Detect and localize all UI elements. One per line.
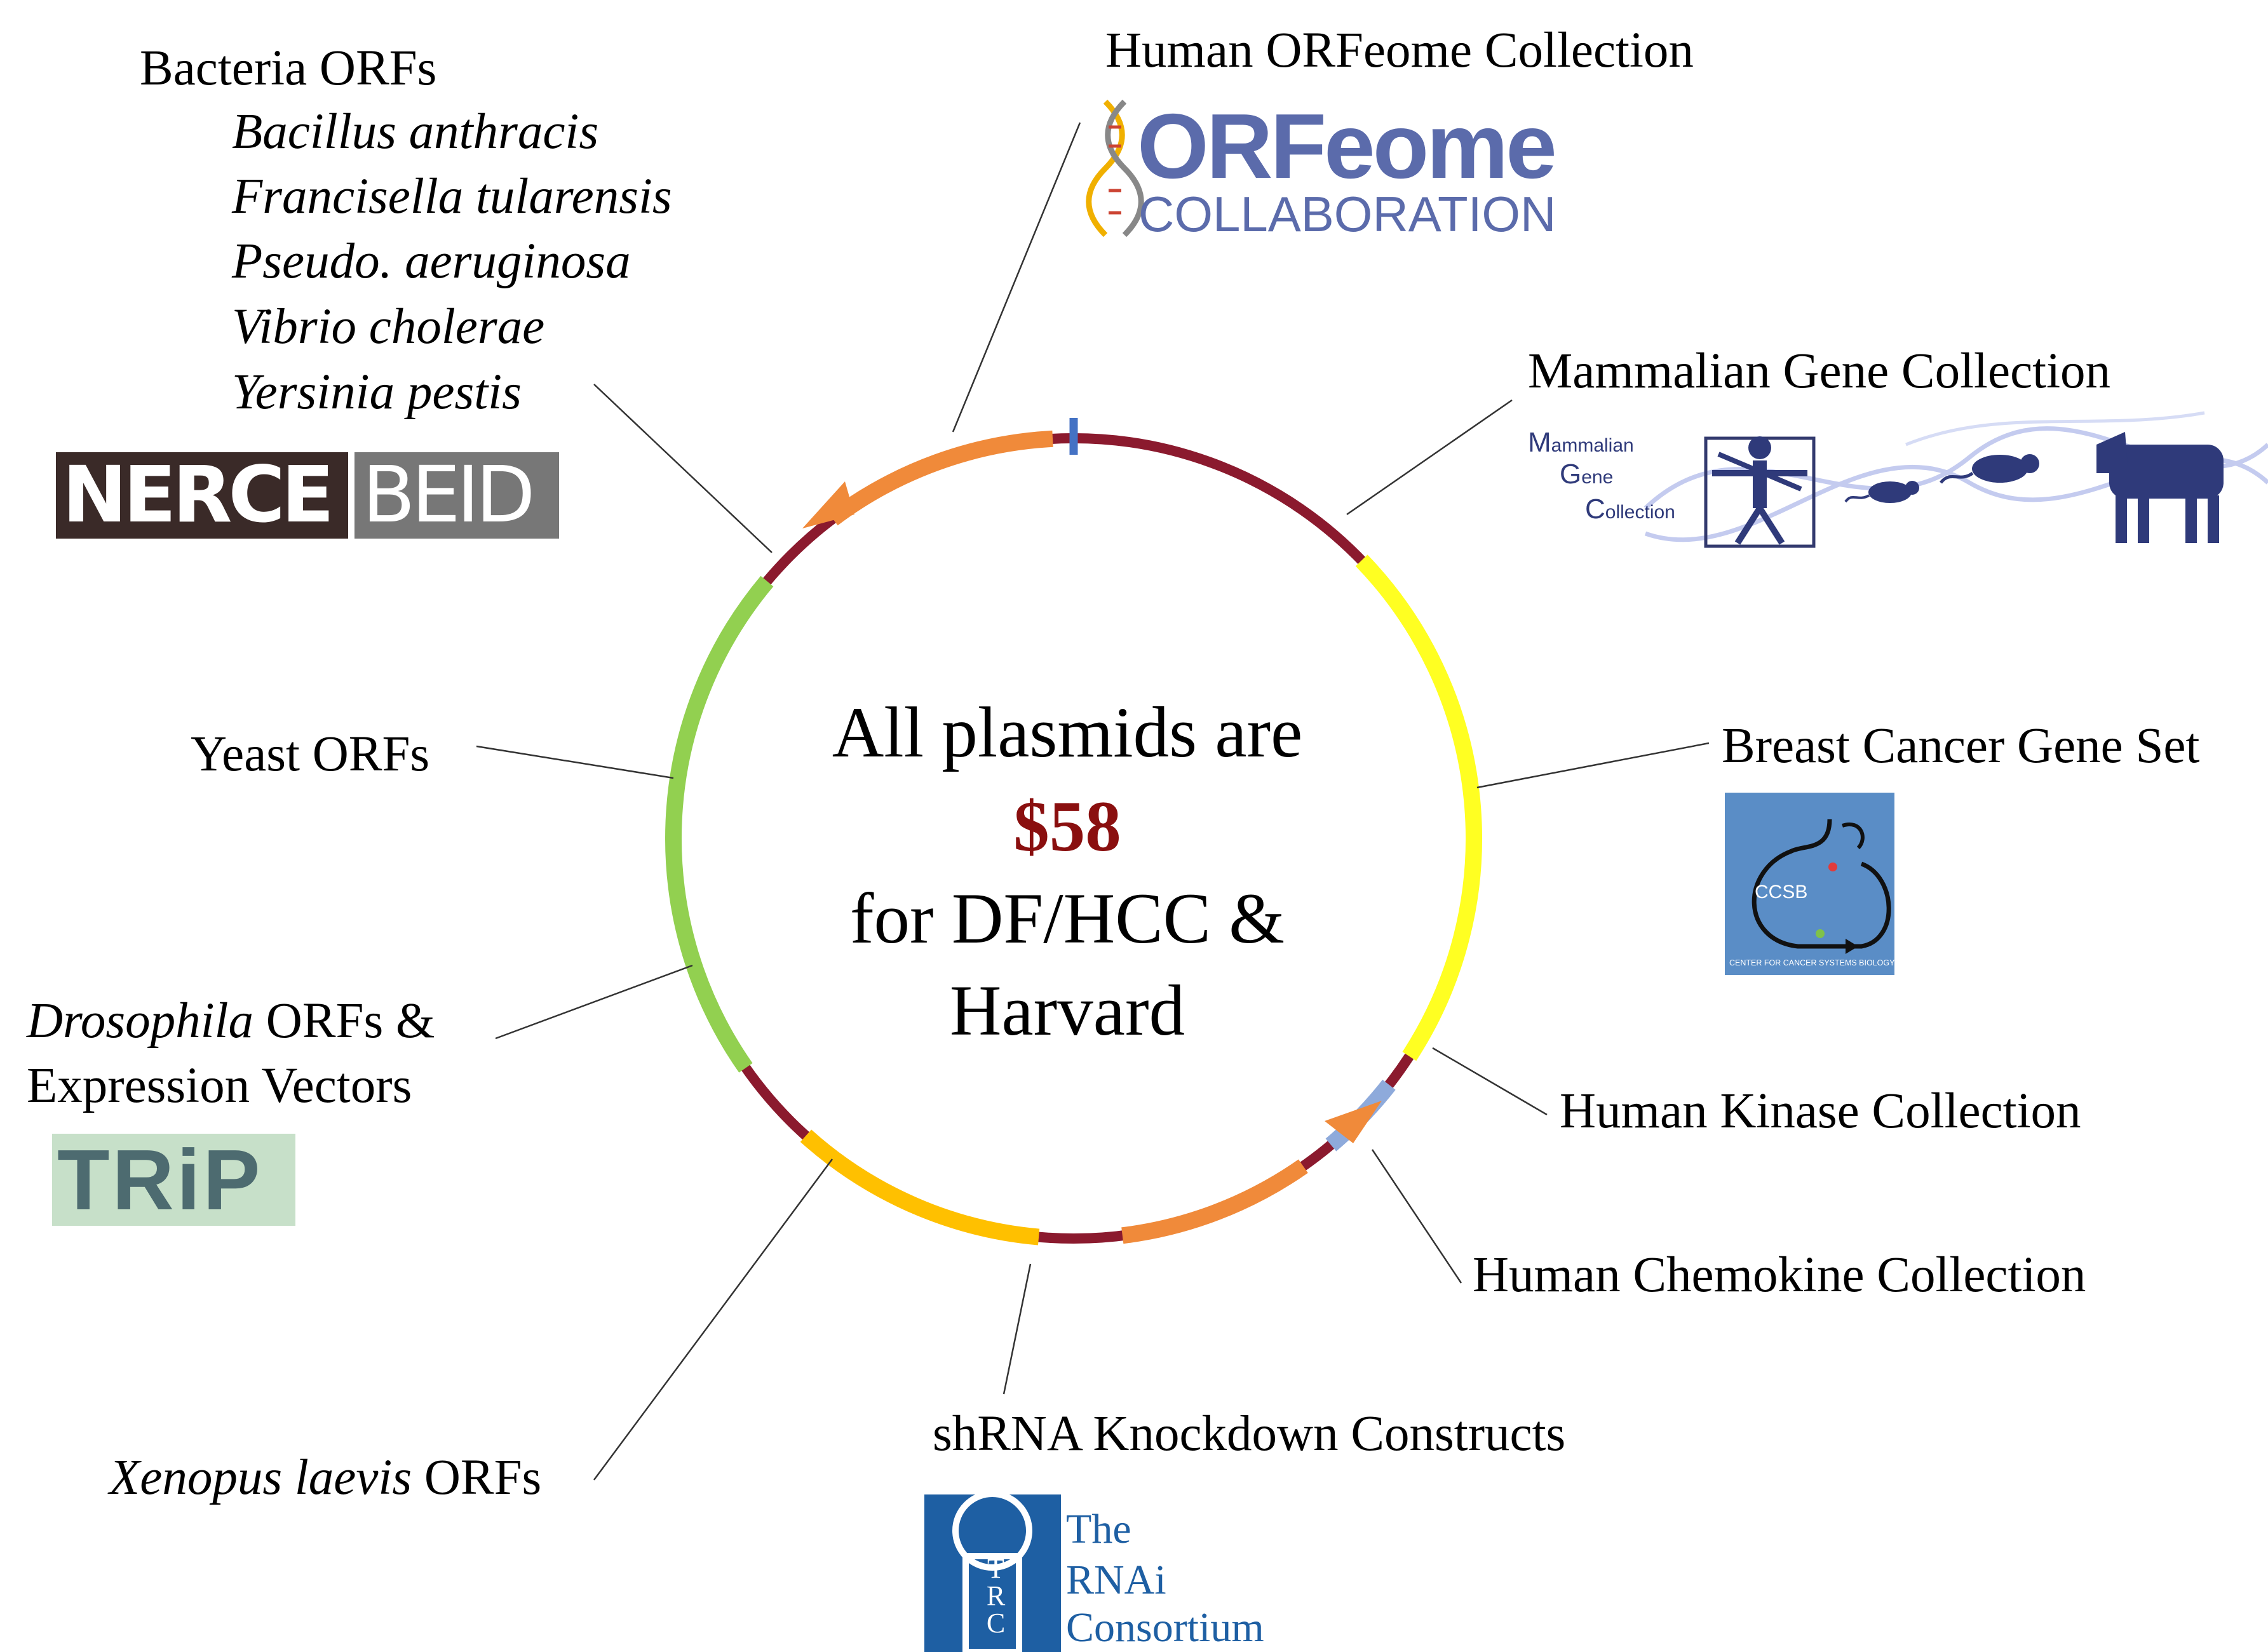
label-human-chemokine: Human Chemokine Collection [1473, 1247, 2086, 1303]
trc-logo-consortium: Consortium [1066, 1604, 1264, 1651]
mgc-logo-collection: Collection [1585, 495, 1675, 523]
label-bacteria-species-3: Pseudo. aeruginosa [232, 234, 631, 289]
label-mammalian-gene: Mammalian Gene Collection [1528, 344, 2111, 399]
mgc-rest-g: ene [1581, 467, 1614, 488]
label-yeast: Yeast ORFs [191, 727, 430, 782]
beid-block: BEID [354, 452, 559, 539]
mgc-cap-m: M [1528, 427, 1551, 458]
trc-logo-keyhole [924, 1491, 1061, 1652]
segment-mammalian [1355, 554, 1482, 1061]
label-human-kinase: Human Kinase Collection [1560, 1084, 2081, 1139]
center-line-3: for DF/HCC & [849, 879, 1285, 958]
label-xenopus-species: Xenopus laevis [109, 1450, 412, 1505]
leader-kinase [1432, 1047, 1548, 1116]
center-price: $58 [1013, 787, 1121, 866]
leader-orfeome [952, 122, 1081, 433]
label-bacteria-species-2: Francisella tularensis [232, 169, 672, 224]
label-drosophila-rest: ORFs & [253, 993, 435, 1049]
mgc-logo-art [1644, 411, 2268, 548]
label-bacteria-title: Bacteria ORFs [140, 41, 437, 96]
arrowhead-chemokine [1325, 1101, 1382, 1143]
label-bacteria-species-4: Vibrio cholerae [232, 299, 545, 354]
ccsb-logo-name: CCSB [1755, 882, 1808, 903]
trip-logo-text: TRiP [57, 1132, 263, 1228]
label-shrna: shRNA Knockdown Constructs [933, 1406, 1566, 1461]
ccsb-logo [1725, 793, 1894, 975]
label-bacteria-species-5: Yersinia pestis [232, 365, 522, 420]
trc-logo-the: The [1066, 1506, 1131, 1552]
center-line-1: All plasmids are [832, 693, 1303, 772]
leader-bacteria [593, 384, 773, 553]
orfeome-logo-title: ORFeome [1137, 95, 1557, 198]
segment-xenopus [800, 1129, 1040, 1246]
mgc-rest-m: ammalian [1551, 435, 1634, 456]
leader-xenopus [593, 1158, 834, 1481]
ccsb-logo-caption: CENTER FOR CANCER SYSTEMS BIOLOGY [1729, 958, 1895, 967]
segment-chemokine [1121, 1159, 1308, 1244]
leader-breast [1476, 742, 1710, 789]
segment-yeast-drosophila [665, 575, 774, 1073]
orfeome-dna-icon [1086, 99, 1144, 238]
segment-orfeome [828, 430, 1053, 526]
label-human-orfeome: Human ORFeome Collection [1105, 23, 1694, 78]
orfeome-logo-subtitle: COLLABORATION [1138, 186, 1556, 242]
nerce-block: NERCE [56, 452, 348, 539]
label-drosophila-line2: Expression Vectors [27, 1058, 412, 1113]
mgc-rest-c: ollection [1605, 502, 1675, 523]
center-line-4: Harvard [949, 971, 1185, 1051]
nerce-text: NERCE [62, 450, 334, 540]
leader-chemokine [1371, 1149, 1462, 1284]
leader-mammalian [1346, 399, 1513, 516]
label-xenopus: Xenopus laevis ORFs [109, 1453, 541, 1503]
leader-shrna [1002, 1263, 1032, 1395]
trc-logo-letters: TRC [980, 1553, 1011, 1635]
label-breast-cancer: Breast Cancer Gene Set [1722, 718, 2200, 774]
leader-yeast [476, 745, 674, 779]
beid-text: BEID [362, 450, 536, 540]
label-drosophila: Drosophila ORFs & [27, 996, 435, 1046]
mgc-cap-c: C [1585, 494, 1605, 525]
mgc-logo-mammalian: Mammalian [1528, 429, 1634, 457]
plasmid-segments [665, 430, 1482, 1246]
label-xenopus-rest: ORFs [412, 1450, 542, 1505]
label-bacteria-species-1: Bacillus anthracis [232, 104, 599, 159]
mgc-logo-gene: Gene [1560, 460, 1613, 488]
arrowhead-orfeome [802, 481, 854, 528]
trip-logo: TRiP [52, 1134, 295, 1226]
trc-logo-rnai: RNAi [1066, 1557, 1166, 1603]
label-drosophila-species: Drosophila [27, 993, 254, 1049]
mgc-cap-g: G [1560, 459, 1582, 490]
leader-drosophila [495, 964, 693, 1040]
nerce-beid-logo: NERCE BEID [56, 452, 559, 539]
